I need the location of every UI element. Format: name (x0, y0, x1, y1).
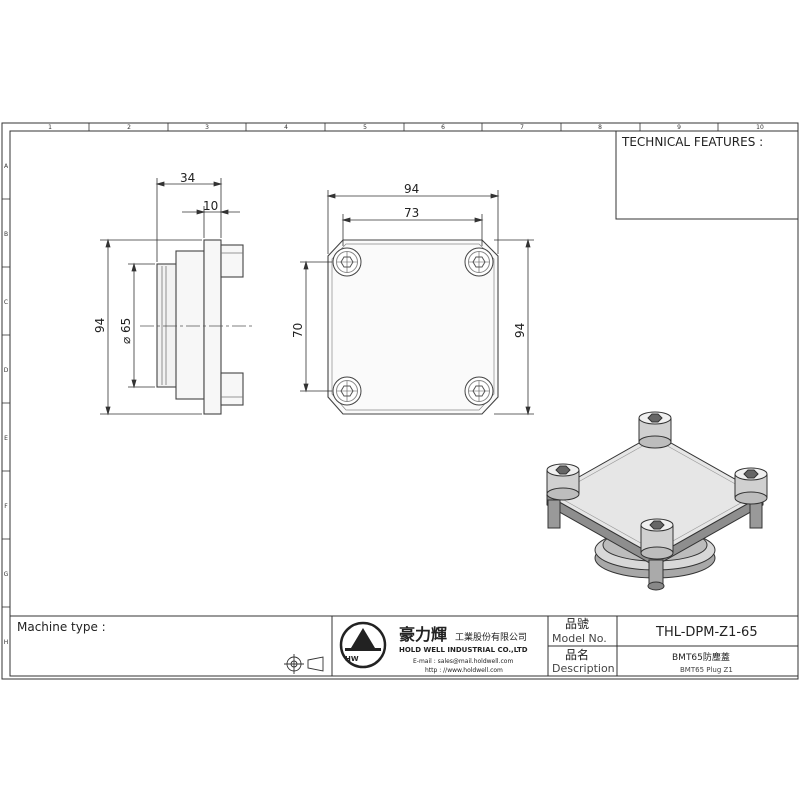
dim-label-34: 34 (180, 171, 195, 185)
column-label: 5 (363, 124, 367, 131)
row-label: B (4, 231, 8, 238)
row-label: H (4, 639, 9, 646)
side-view-dimension-labels: 34 10 94 ⌀ 65 (93, 171, 218, 344)
model-no-label-en: Model No. (552, 632, 607, 645)
column-labels: 1 2 3 4 5 6 7 8 9 10 (48, 124, 764, 131)
front-view-plate (327, 239, 499, 415)
description-value-zh: BMT65防塵蓋 (672, 651, 730, 663)
bolt-top-right (464, 247, 494, 277)
dim-label-10: 10 (203, 199, 218, 213)
company-suffix-zh: 工業股份有限公司 (455, 631, 527, 643)
iso-bolt-right (734, 467, 768, 505)
description-label-en: Description (552, 662, 615, 675)
description-label-zh: 品名 (565, 647, 589, 662)
row-ruler (2, 198, 10, 608)
description-value-en: BMT65 Plug Z1 (680, 666, 733, 674)
side-view-step (175, 250, 205, 400)
side-view-dimensions (100, 178, 240, 416)
model-no-value: THL-DPM-Z1-65 (655, 625, 758, 640)
side-view-bolt-head (220, 244, 244, 278)
iso-bolt-back (638, 411, 672, 449)
bolt-top-left (332, 247, 362, 277)
isometric-view (545, 433, 765, 591)
side-view-bolt-head (220, 372, 244, 406)
row-label: A (4, 163, 9, 170)
dim-label-73: 73 (404, 206, 419, 220)
technical-features-heading: TECHNICAL FEATURES : (621, 135, 763, 149)
dim-label-diameter-65: ⌀ 65 (119, 318, 133, 344)
side-view-plug-body (156, 263, 178, 388)
dim-label-94-top: 94 (404, 182, 419, 196)
column-label: 10 (756, 124, 764, 131)
column-label: 6 (441, 124, 445, 131)
front-view (327, 239, 499, 415)
company-name-zh: 豪力輝 (399, 625, 447, 644)
dim-label-94-right: 94 (513, 323, 527, 338)
company-logo: HW (339, 621, 387, 669)
dim-label-94-side: 94 (93, 318, 107, 333)
front-view-dimensions (300, 190, 534, 416)
title-block: Machine type : HW 豪力輝 工業股份有限公司 HOLD WELL… (9, 615, 799, 677)
row-labels: A B C D E F G H (4, 163, 9, 646)
column-label: 9 (677, 124, 681, 131)
bolt-bottom-right (464, 376, 494, 406)
side-view (156, 239, 244, 415)
svg-text:HW: HW (345, 655, 359, 663)
model-no-label-zh: 品號 (565, 617, 589, 631)
company-website: http : //www.holdwell.com (425, 667, 503, 674)
column-label: 8 (598, 124, 602, 131)
column-label: 4 (284, 124, 288, 131)
side-view-flange (203, 239, 222, 415)
dim-label-70: 70 (291, 323, 305, 338)
column-ruler (88, 123, 719, 131)
row-label: E (4, 435, 8, 442)
company-name-en: HOLD WELL INDUSTRIAL CO.,LTD (399, 646, 528, 654)
column-label: 3 (205, 124, 209, 131)
row-label: C (4, 299, 8, 306)
column-label: 1 (48, 124, 52, 131)
row-label: F (4, 503, 8, 510)
front-view-bolts (332, 247, 494, 406)
iso-bolt-left (546, 463, 580, 501)
row-label: G (4, 571, 9, 578)
iso-bolt-front (640, 518, 674, 560)
isometric-bolts (546, 411, 768, 560)
front-view-dimension-labels: 94 73 70 94 (291, 182, 527, 338)
column-label: 2 (127, 124, 131, 131)
projection-symbol-icon (284, 654, 324, 674)
company-email: E-mail : sales@mail.holdwell.com (413, 658, 513, 665)
column-label: 7 (520, 124, 524, 131)
bolt-bottom-left (332, 376, 362, 406)
machine-type-label: Machine type : (17, 620, 106, 634)
technical-features-box: TECHNICAL FEATURES : (615, 130, 799, 220)
row-label: D (4, 367, 9, 374)
